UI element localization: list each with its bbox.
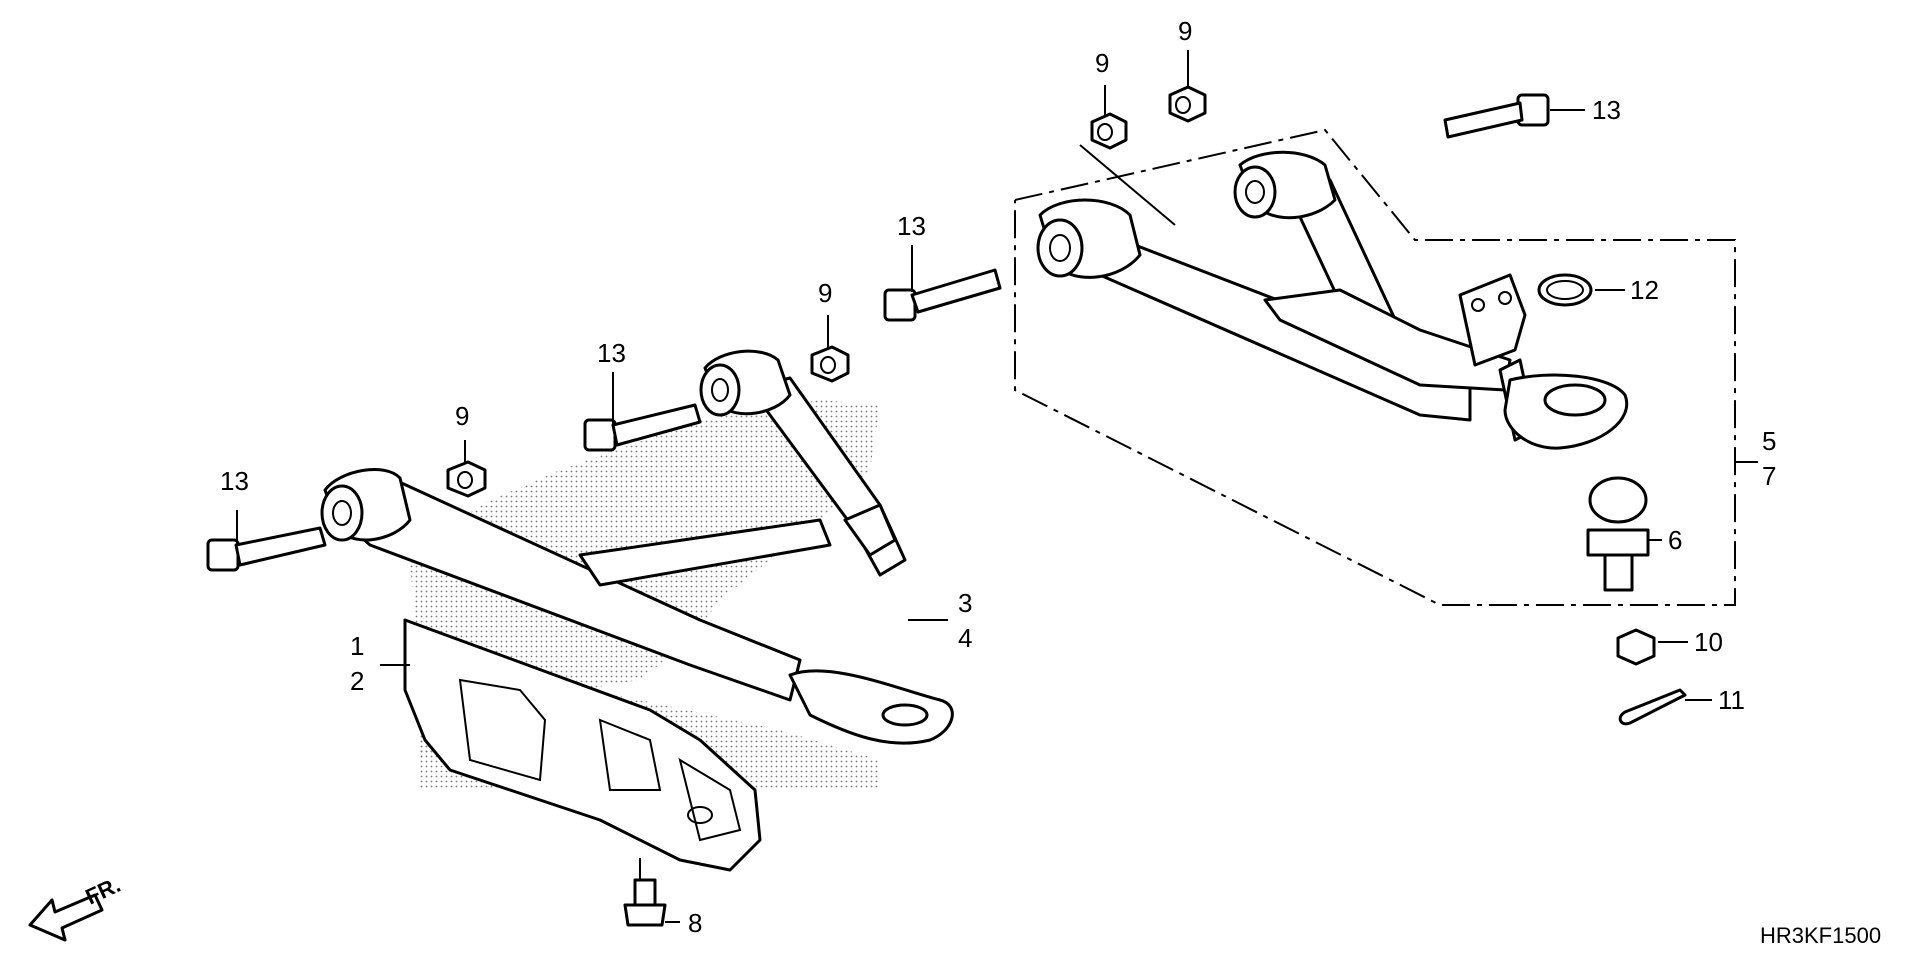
callout-9-d: 9 [1178, 16, 1192, 46]
snap-ring-12 [1537, 273, 1593, 307]
skid-plate [403, 618, 762, 872]
callout-5: 5 [1762, 426, 1776, 456]
ball-joint-6 [1586, 476, 1650, 592]
callout-13-b: 13 [597, 338, 626, 368]
callout-13-a: 13 [220, 466, 249, 496]
callout-6: 6 [1668, 525, 1682, 555]
nut-9-d [1168, 85, 1207, 123]
bolt-13-b [583, 403, 702, 452]
callout-2: 2 [350, 666, 364, 696]
arrow-left-icon [28, 893, 104, 942]
callout-9-b: 9 [818, 278, 832, 308]
callout-8: 8 [688, 908, 702, 938]
callout-9-c: 9 [1095, 48, 1109, 78]
cotter-pin-11 [1618, 688, 1687, 726]
diagram-code: HR3KF1500 [1760, 923, 1881, 948]
callout-4: 4 [958, 623, 972, 653]
nut-9-b [810, 345, 850, 383]
front-direction-arrow: FR. [28, 872, 124, 942]
callout-1: 1 [350, 631, 364, 661]
callout-13-c: 13 [897, 211, 926, 241]
upper-arm [1036, 150, 1629, 450]
bolt-13-a [206, 526, 327, 572]
screw-8 [623, 878, 667, 927]
nut-9-a [446, 460, 487, 498]
assembly-outline [1014, 128, 1736, 606]
callout-3: 3 [958, 588, 972, 618]
callout-10: 10 [1694, 627, 1723, 657]
bolt-13-c [883, 268, 1002, 322]
lower-arm [320, 349, 954, 745]
bolt-13-d [1443, 93, 1550, 139]
callout-11: 11 [1718, 685, 1745, 715]
leader-lines [236, 50, 1758, 923]
callout-7: 7 [1762, 461, 1776, 491]
nut-9-c [1090, 112, 1128, 150]
callouts: 1 2 3 4 5 6 7 8 9 9 9 9 10 11 12 13 13 1… [220, 16, 1776, 938]
callout-12: 12 [1630, 275, 1659, 305]
callout-9-a: 9 [455, 401, 469, 431]
castle-nut-10 [1616, 628, 1656, 666]
callout-13-d: 13 [1592, 95, 1621, 125]
